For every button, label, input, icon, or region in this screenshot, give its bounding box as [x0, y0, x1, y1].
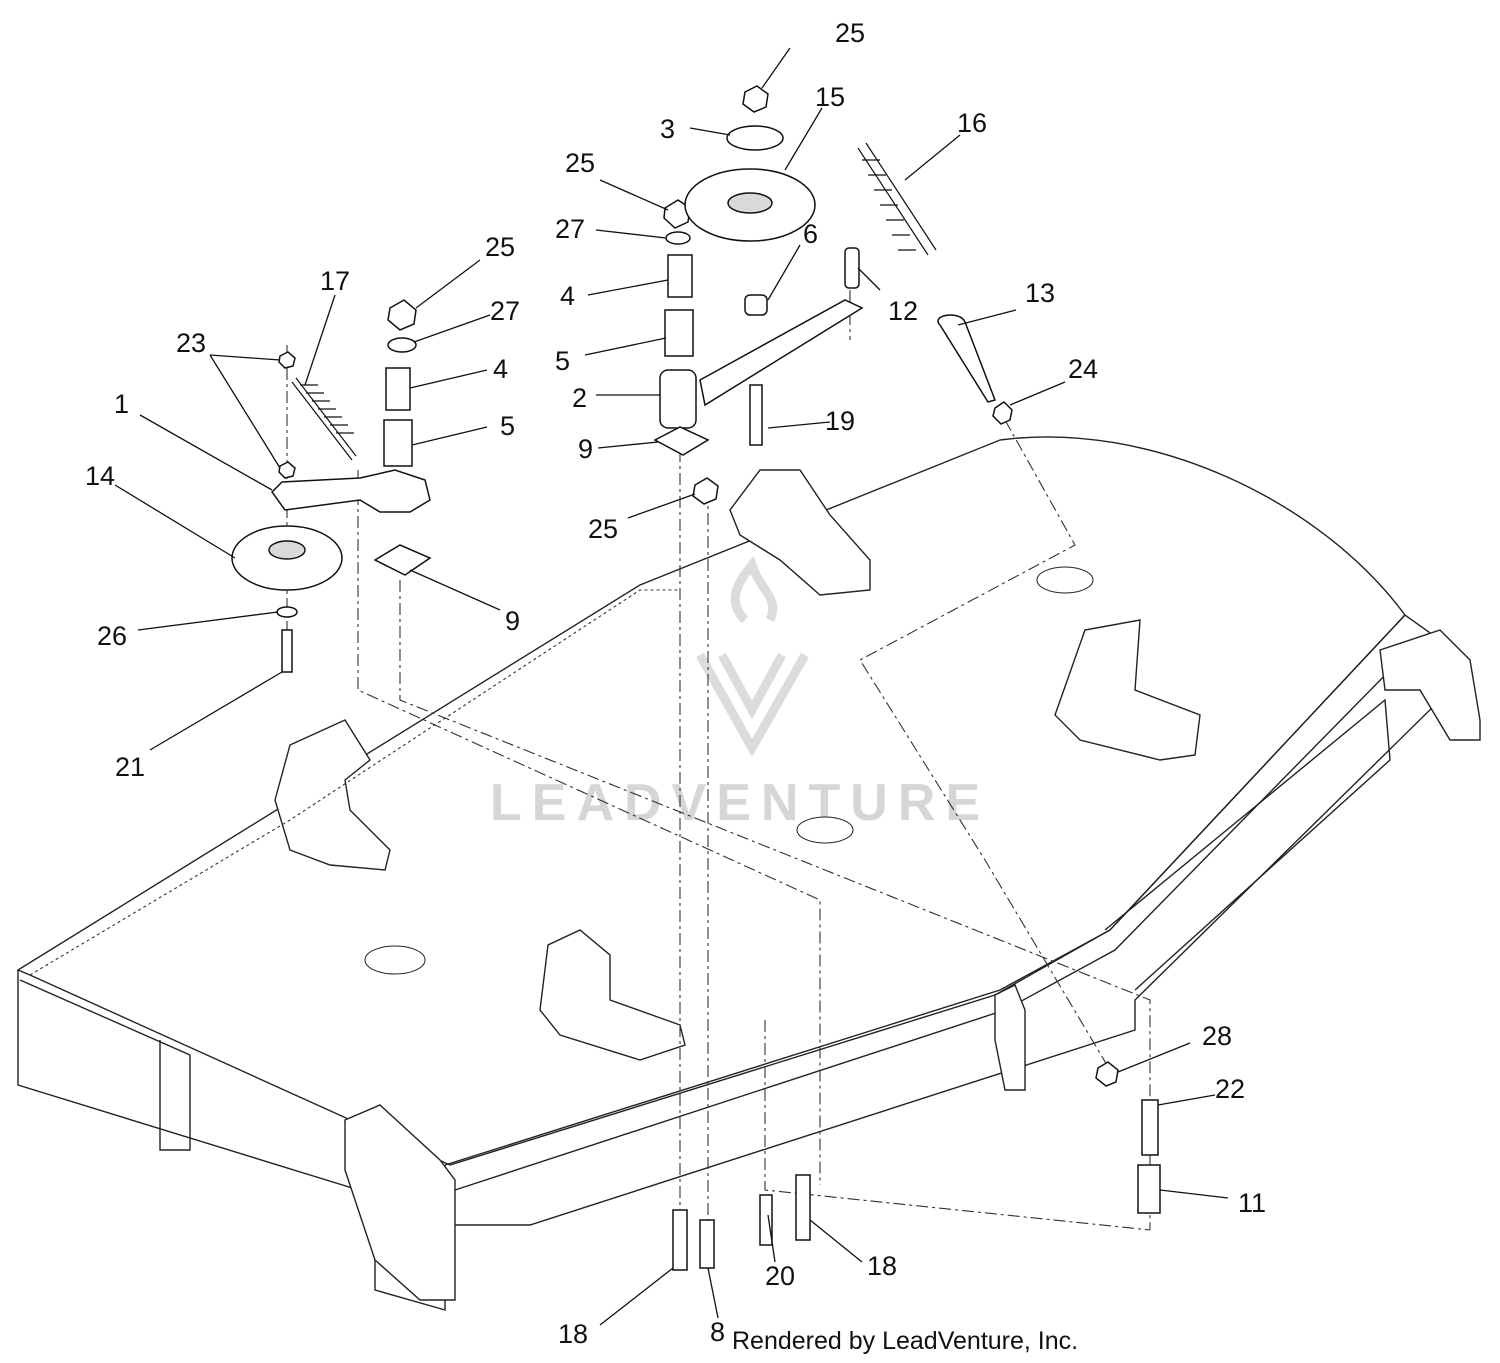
callout-23: 23	[176, 328, 206, 358]
blade-opening-center	[796, 816, 854, 844]
callout-9-right: 9	[578, 434, 593, 464]
callout-14: 14	[85, 461, 115, 491]
bushing-5-left	[383, 419, 413, 467]
bolt-18-left	[672, 1209, 688, 1271]
nut-23-top	[278, 351, 296, 369]
pulley-14-hub	[268, 540, 306, 560]
bolt-21	[281, 629, 293, 673]
nut-25-right	[663, 199, 691, 229]
washer-27-right	[665, 231, 691, 245]
blade-opening-rear	[1036, 566, 1094, 594]
nut-25-top	[742, 85, 769, 113]
spring-17	[291, 377, 357, 461]
spindle-mount-left	[274, 719, 391, 871]
plate-9-left	[373, 544, 432, 576]
callout-21: 21	[115, 752, 145, 782]
bushing-5-right	[664, 309, 694, 357]
washer-3	[726, 125, 784, 151]
plate-9-right	[653, 426, 710, 456]
mower-deck	[16, 436, 1481, 1311]
render-credit: Rendered by LeadVenture, Inc.	[732, 1327, 1079, 1355]
front-right-bracket	[994, 984, 1026, 1091]
deck-side-rail	[1104, 698, 1391, 991]
blade-opening-left	[364, 945, 426, 975]
callout-25-top: 25	[835, 18, 865, 48]
nut-28	[1095, 1061, 1119, 1087]
deck-right-rail-inner	[454, 659, 1401, 1191]
callout-6: 6	[803, 219, 818, 249]
spindle-mount-right	[1054, 619, 1201, 761]
callout-18-right: 18	[867, 1251, 897, 1281]
idler-assembly-right	[653, 85, 1013, 456]
alignment-lines	[29, 290, 1151, 1231]
callout-25-deck: 25	[588, 514, 618, 544]
callout-16: 16	[957, 108, 987, 138]
callout-27-left: 27	[490, 296, 520, 326]
nut-25-deck	[692, 477, 719, 505]
callout-17: 17	[320, 266, 350, 296]
idler-arm-right	[699, 299, 864, 407]
bolt-22	[1141, 1099, 1159, 1156]
callout-4-left: 4	[493, 354, 508, 384]
spindle-mount-center	[539, 929, 686, 1061]
callout-13: 13	[1025, 278, 1055, 308]
deck-right-rail	[444, 614, 1441, 1226]
callout-labels: 25 3 15 16 25 27 6 4 12 13 5 2 19 24 9 2…	[85, 18, 1266, 1349]
callout-4-right: 4	[560, 281, 575, 311]
spring-16	[857, 142, 937, 256]
callout-9-left: 9	[505, 606, 520, 636]
idler-assembly-left	[231, 299, 432, 673]
eyebolt-13	[937, 314, 996, 403]
washer-27-left	[387, 337, 417, 353]
watermark-logo-icon	[696, 555, 809, 758]
deck-front-skirt-lower	[19, 979, 191, 1151]
nut-25-left	[387, 299, 417, 331]
callout-15: 15	[815, 82, 845, 112]
pulley-15-hub	[727, 192, 773, 214]
spindle-mount-rear	[729, 469, 871, 596]
callout-5-right: 5	[555, 346, 570, 376]
watermark-text: LEADVENTURE	[490, 774, 990, 832]
bolt-8	[699, 1219, 715, 1269]
front-left-bracket	[344, 1104, 456, 1301]
callout-5-left: 5	[500, 411, 515, 441]
lower-hardware	[672, 477, 1161, 1271]
callout-26: 26	[97, 621, 127, 651]
bolt-19	[749, 384, 763, 446]
bushing-6	[744, 294, 768, 316]
nut-24	[992, 401, 1013, 425]
pivot-2	[659, 369, 697, 429]
bolt-18-right	[795, 1174, 811, 1241]
bolt-12	[844, 247, 860, 289]
washer-26	[276, 606, 298, 618]
callout-18-left: 18	[558, 1319, 588, 1349]
callout-3: 3	[660, 114, 675, 144]
callout-25-left: 25	[485, 232, 515, 262]
callout-8: 8	[710, 1317, 725, 1347]
callout-2: 2	[572, 383, 587, 413]
right-end-bracket	[1379, 629, 1481, 741]
nut-23-bottom	[278, 461, 296, 479]
callout-20: 20	[765, 1261, 795, 1291]
leader-lines	[114, 47, 1229, 1326]
callout-1: 1	[114, 389, 129, 419]
callout-22: 22	[1215, 1074, 1245, 1104]
spacer-4-right	[667, 254, 693, 298]
callout-27-right: 27	[555, 214, 585, 244]
spacer-11	[1137, 1164, 1161, 1214]
leadventure-watermark: LEADVENTURE	[490, 555, 990, 832]
callout-11: 11	[1238, 1188, 1266, 1218]
bolt-20	[759, 1194, 773, 1246]
idler-arm-left	[271, 469, 431, 513]
callout-12: 12	[888, 296, 918, 326]
callout-28: 28	[1202, 1021, 1232, 1051]
callout-24: 24	[1068, 354, 1098, 384]
callout-25-upper-mid: 25	[565, 148, 595, 178]
spacer-4-left	[385, 367, 411, 411]
callout-19: 19	[825, 406, 855, 436]
